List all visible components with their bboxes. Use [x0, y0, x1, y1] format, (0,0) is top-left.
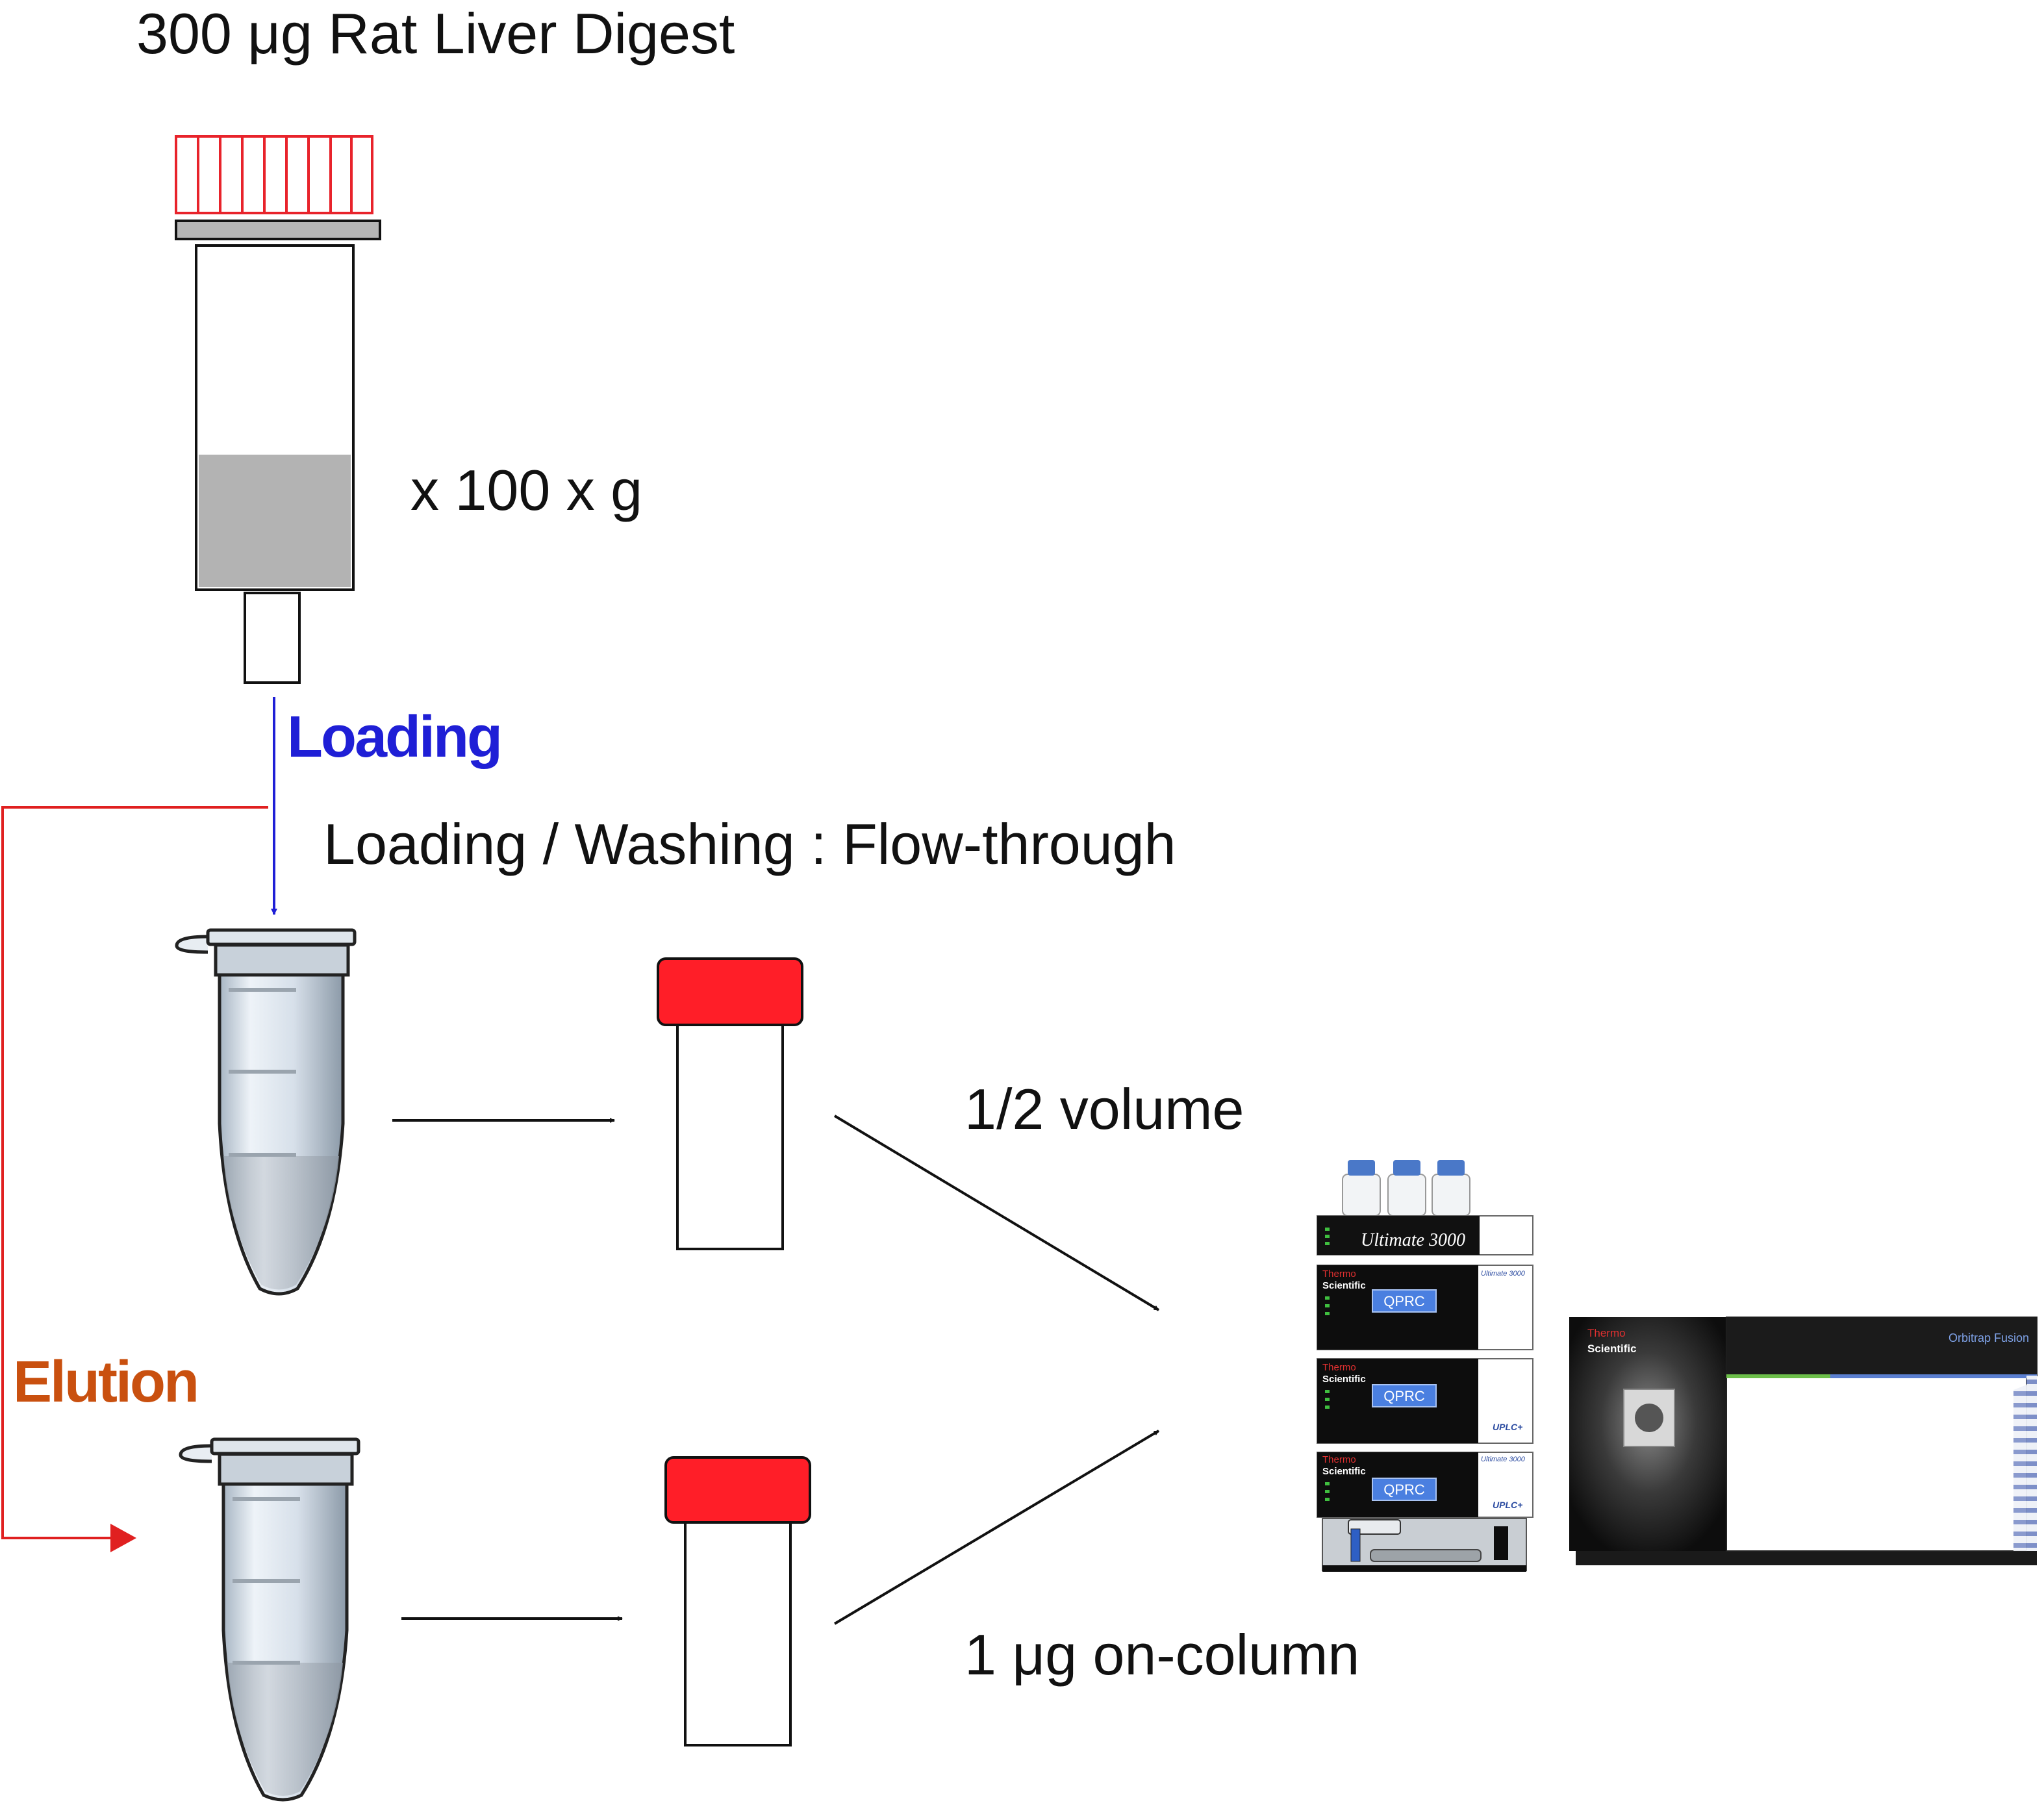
cartridge-cap	[175, 135, 373, 214]
cartridge-sorbent-bed	[199, 455, 351, 587]
column-module: Thermo Scientific QPRC Ultimate 3000 UPL…	[1317, 1452, 1533, 1518]
vial-red-cap	[657, 957, 803, 1026]
mass-spectrometer: Thermo Scientific Orbitrap Fusion	[1569, 1317, 2038, 1565]
vial-red-cap	[664, 1456, 811, 1524]
elution-arrowhead	[110, 1524, 136, 1552]
ms-side-vents-edge	[2013, 1381, 2037, 1551]
sample-label: 300 μg Rat Liver Digest	[136, 1, 735, 66]
ms-source-window	[1635, 1404, 1663, 1432]
ms-brand-bottom: Scientific	[1587, 1343, 1637, 1355]
lc-screen-text: QPRC	[1383, 1293, 1425, 1309]
lc-brand-top: Thermo	[1322, 1362, 1356, 1373]
centrifuge-label: x 100 x g	[410, 458, 642, 522]
lc-brand-bottom: Scientific	[1322, 1280, 1366, 1291]
ms-blue-accent	[1830, 1374, 2037, 1378]
lc-screen	[1372, 1478, 1437, 1501]
lc-screen	[1372, 1289, 1437, 1313]
vial-body	[684, 1520, 792, 1746]
tube-hinge	[175, 935, 208, 954]
spe-cartridge	[175, 135, 381, 684]
lc-screen	[1372, 1384, 1437, 1407]
elution-label: Elution	[13, 1350, 197, 1415]
injection-arrow-2	[833, 1430, 1160, 1625]
flow-through-label: Loading / Washing : Flow-through	[323, 812, 1176, 876]
cartridge-flange	[175, 220, 381, 240]
on-column-label: 1 μg on-column	[965, 1622, 1359, 1687]
lc-screen-text: QPRC	[1383, 1481, 1425, 1498]
ms-green-accent	[1726, 1374, 1830, 1378]
microtube-elution	[179, 1437, 360, 1802]
lc-screen-text: QPRC	[1383, 1388, 1425, 1404]
lc-base-tray	[1322, 1518, 1527, 1572]
solvent-bottles	[1342, 1160, 1470, 1217]
injection-arrow-1	[833, 1115, 1160, 1311]
lc-brand-top: Thermo	[1322, 1268, 1356, 1280]
tube-collar	[218, 1452, 354, 1486]
ms-brand-top: Thermo	[1587, 1327, 1626, 1339]
cartridge-tip	[244, 592, 301, 684]
lc-brand-bottom: Scientific	[1322, 1374, 1366, 1385]
ms-model-label: Orbitrap Fusion	[1949, 1331, 2029, 1344]
tube-liquid	[227, 1663, 343, 1796]
lc-model-label: Ultimate 3000	[1481, 1270, 1526, 1278]
loading-label: Loading	[287, 705, 501, 770]
lc-brand-top: Thermo	[1322, 1454, 1356, 1465]
tube-lid	[210, 1437, 360, 1456]
lc-uplc-label: UPLC+	[1493, 1500, 1522, 1510]
uhplc-system: Ultimate 3000 Thermo Scientific QPRC Ult…	[1317, 1160, 1533, 1572]
tube-hinge	[179, 1444, 212, 1463]
pump-module: Thermo Scientific QPRC Ultimate 3000	[1317, 1265, 1533, 1350]
tube-lid	[206, 928, 357, 946]
lc-model-label: Ultimate 3000	[1481, 1456, 1526, 1463]
lc-brand-bottom: Scientific	[1322, 1466, 1366, 1477]
vial-elution	[664, 1456, 811, 1746]
half-volume-label: 1/2 volume	[965, 1077, 1244, 1141]
vial-flow-through	[657, 957, 803, 1250]
elution-path-line	[1, 806, 268, 1539]
lc-uplc-label: UPLC+	[1493, 1422, 1522, 1432]
lc-logo: Ultimate 3000	[1361, 1230, 1465, 1250]
vial-body	[676, 1024, 784, 1250]
microtube-flow-through	[175, 928, 357, 1296]
solvent-rack-module: Ultimate 3000	[1317, 1215, 1533, 1255]
tube-collar	[214, 943, 350, 977]
tube-liquid	[223, 1156, 339, 1290]
autosampler-module: Thermo Scientific QPRC UPLC+	[1317, 1358, 1533, 1444]
ms-top-bar	[1726, 1317, 2037, 1377]
